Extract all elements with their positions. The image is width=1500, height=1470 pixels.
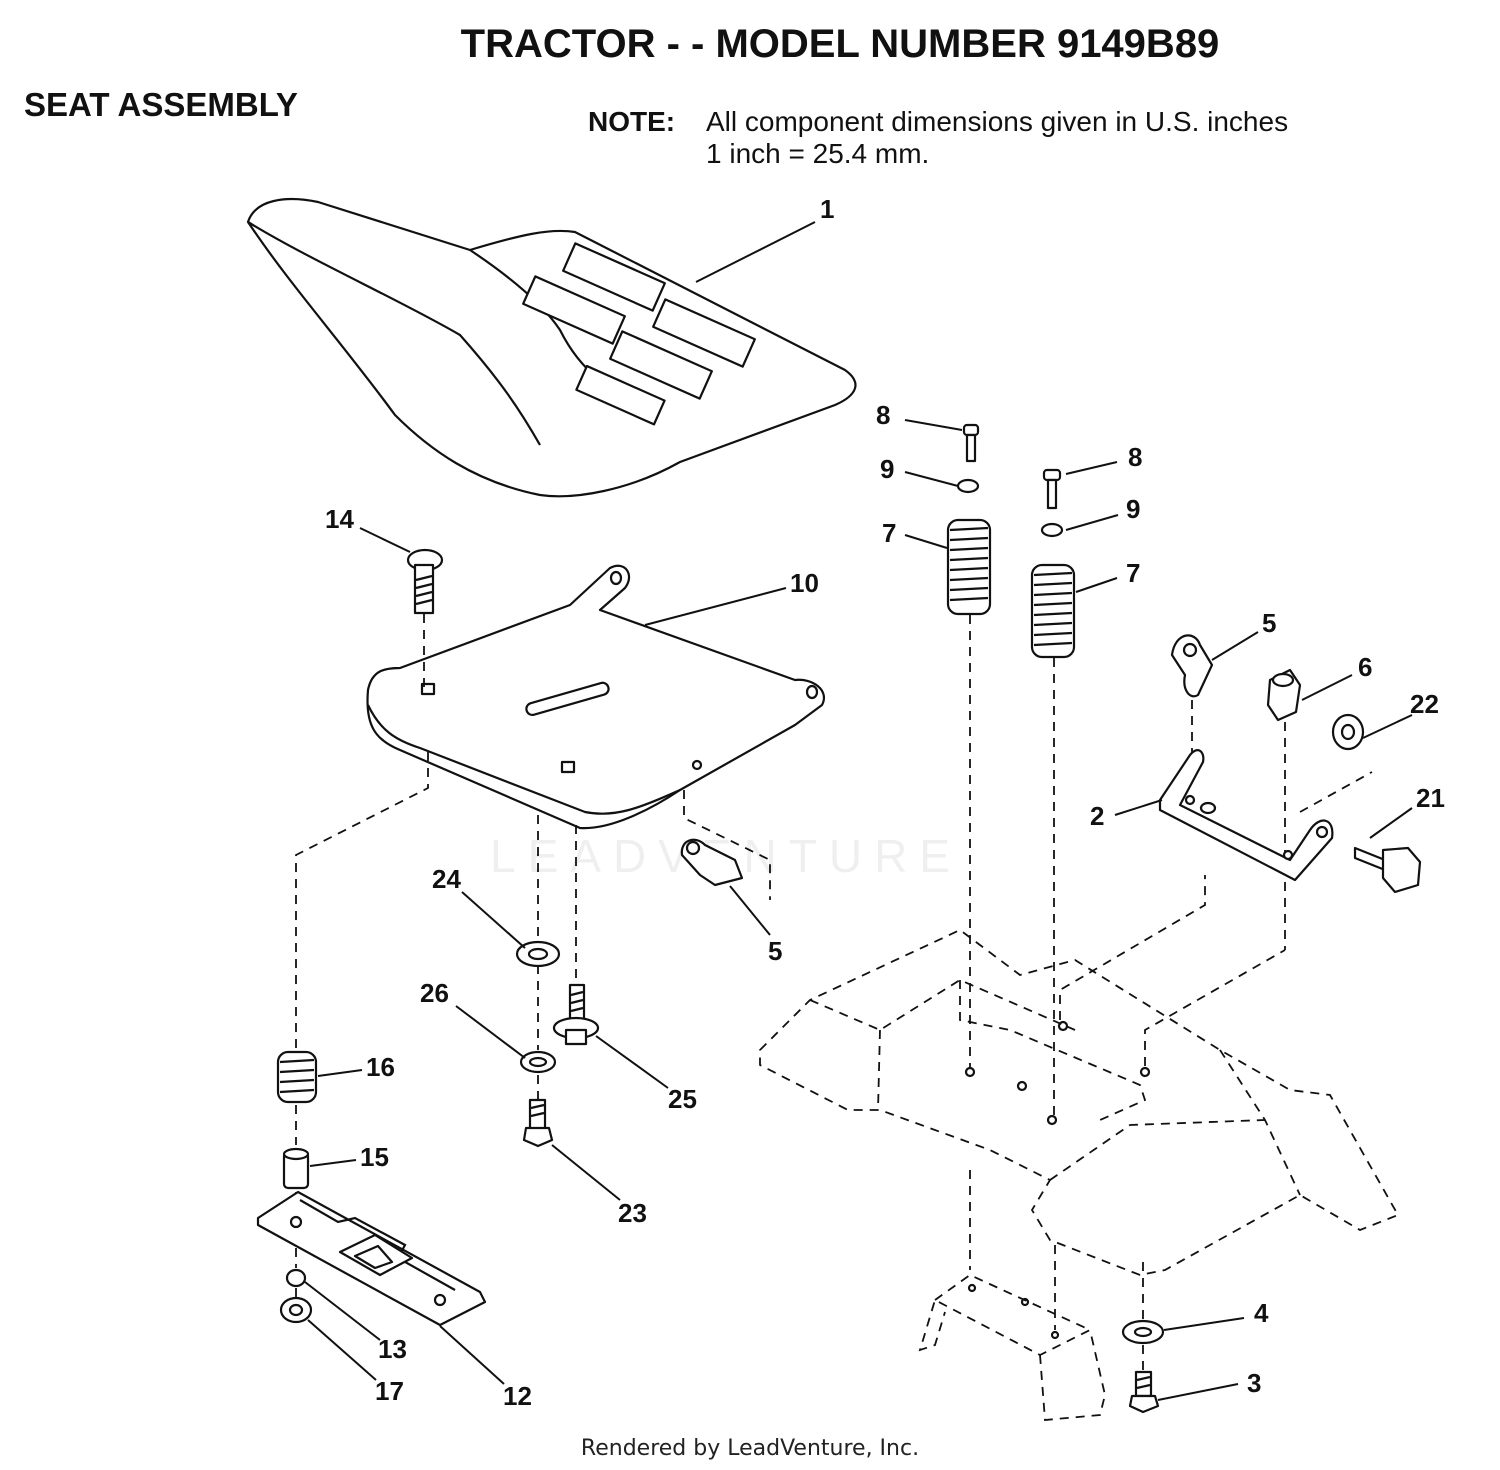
seat-bracket-2[interactable] [1158, 749, 1334, 882]
note-line-1: All component dimensions given in U.S. i… [706, 106, 1289, 137]
seat-pan[interactable] [366, 564, 825, 830]
washer-26[interactable] [519, 1050, 557, 1074]
callout-3: 3 [1247, 1368, 1261, 1398]
callout-17: 17 [375, 1376, 404, 1406]
callout-5-upper: 5 [1262, 608, 1276, 638]
lock-nut-6[interactable] [1266, 668, 1302, 722]
callout-21: 21 [1416, 783, 1445, 813]
callout-9-right: 9 [1126, 494, 1140, 524]
callout-8-left: 8 [876, 400, 890, 430]
callout-25: 25 [668, 1084, 697, 1114]
seat-cushion[interactable] [246, 197, 857, 498]
pin-8-right[interactable] [1042, 468, 1062, 510]
washer-4[interactable] [1121, 1319, 1165, 1345]
callout-9-left: 9 [880, 454, 894, 484]
callout-14: 14 [325, 504, 354, 534]
mounting-plate-12[interactable] [256, 1190, 487, 1327]
callout-2: 2 [1090, 801, 1104, 831]
callout-23: 23 [618, 1198, 647, 1228]
carriage-bolt-14[interactable] [406, 548, 444, 615]
callout-13: 13 [378, 1334, 407, 1364]
washer-9-left[interactable] [956, 478, 980, 494]
clip-5-upper[interactable] [1170, 634, 1214, 698]
callout-24: 24 [432, 864, 461, 894]
shoulder-bolt-21[interactable] [1353, 846, 1422, 894]
note-line-2: 1 inch = 25.4 mm. [706, 138, 930, 169]
bolt-3[interactable] [1128, 1370, 1160, 1414]
footer-credit: Rendered by LeadVenture, Inc. [580, 1436, 920, 1461]
spring-7-left[interactable] [946, 518, 992, 616]
callout-1: 1 [820, 194, 834, 224]
callout-10: 10 [790, 568, 819, 598]
callout-15: 15 [360, 1142, 389, 1172]
callout-12: 12 [503, 1381, 532, 1411]
spring-16[interactable] [276, 1050, 318, 1104]
callout-4: 4 [1254, 1298, 1269, 1328]
spring-7-right[interactable] [1030, 563, 1076, 659]
washer-24[interactable] [515, 940, 561, 968]
callout-16: 16 [366, 1052, 395, 1082]
nut-13[interactable] [285, 1268, 307, 1288]
spacer-15[interactable] [282, 1147, 310, 1190]
section-title: SEAT ASSEMBLY [24, 86, 298, 123]
callout-26: 26 [420, 978, 449, 1008]
screw-25[interactable] [552, 983, 600, 1046]
leader-lines [304, 221, 1413, 1401]
callout-5-lower: 5 [768, 936, 782, 966]
flange-nut-22[interactable] [1331, 713, 1365, 751]
callout-6: 6 [1358, 652, 1372, 682]
screw-23[interactable] [522, 1098, 554, 1148]
callout-7-left: 7 [882, 518, 896, 548]
pin-8-left[interactable] [962, 423, 980, 463]
note-label: NOTE: [588, 106, 676, 137]
fender-outline [759, 875, 1400, 1276]
diagram-title: TRACTOR - - MODEL NUMBER 9149B89 [460, 22, 1220, 66]
clip-5-lower[interactable] [680, 838, 744, 887]
flange-nut-17[interactable] [279, 1296, 313, 1324]
callout-8-right: 8 [1128, 442, 1142, 472]
frame-bracket-outline [918, 1170, 1144, 1421]
washer-9-right[interactable] [1040, 522, 1064, 538]
callout-22: 22 [1410, 689, 1439, 719]
callout-7-right: 7 [1126, 558, 1140, 588]
